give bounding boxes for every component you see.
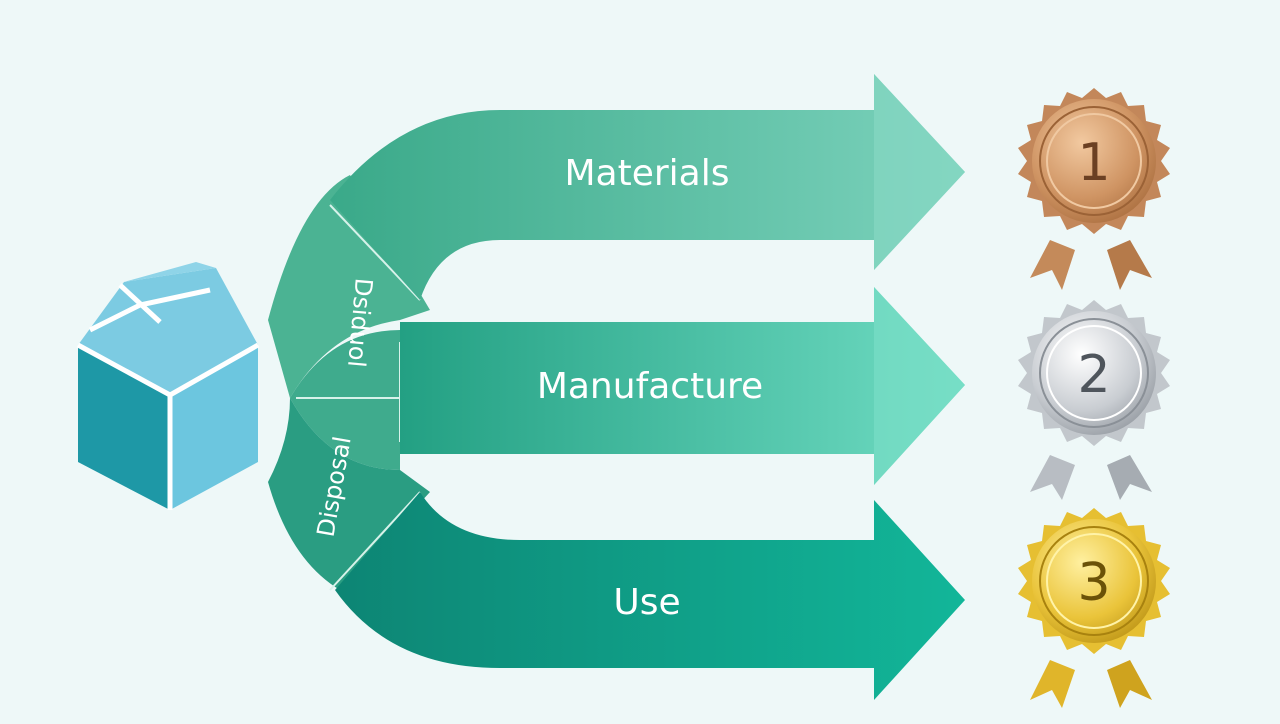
arrow-label-materials: Materials bbox=[564, 153, 729, 194]
medal-number-1: 1 bbox=[1077, 133, 1110, 193]
medal-number-3: 3 bbox=[1077, 553, 1110, 613]
arrow-use: Use bbox=[335, 492, 965, 700]
medal-number-2: 2 bbox=[1077, 345, 1110, 405]
arrow-label-manufacture: Manufacture bbox=[537, 366, 763, 407]
medal-2-silver: 2 bbox=[1018, 300, 1170, 500]
package-box-icon bbox=[76, 262, 260, 510]
arrow-label-use: Use bbox=[613, 582, 680, 623]
arrow-materials: Materials bbox=[330, 74, 965, 300]
medal-1-bronze: 1 bbox=[1018, 88, 1170, 290]
branch-connector bbox=[268, 175, 430, 591]
medal-3-gold: 3 bbox=[1018, 508, 1170, 708]
arrow-manufacture: Manufacture bbox=[400, 287, 965, 485]
